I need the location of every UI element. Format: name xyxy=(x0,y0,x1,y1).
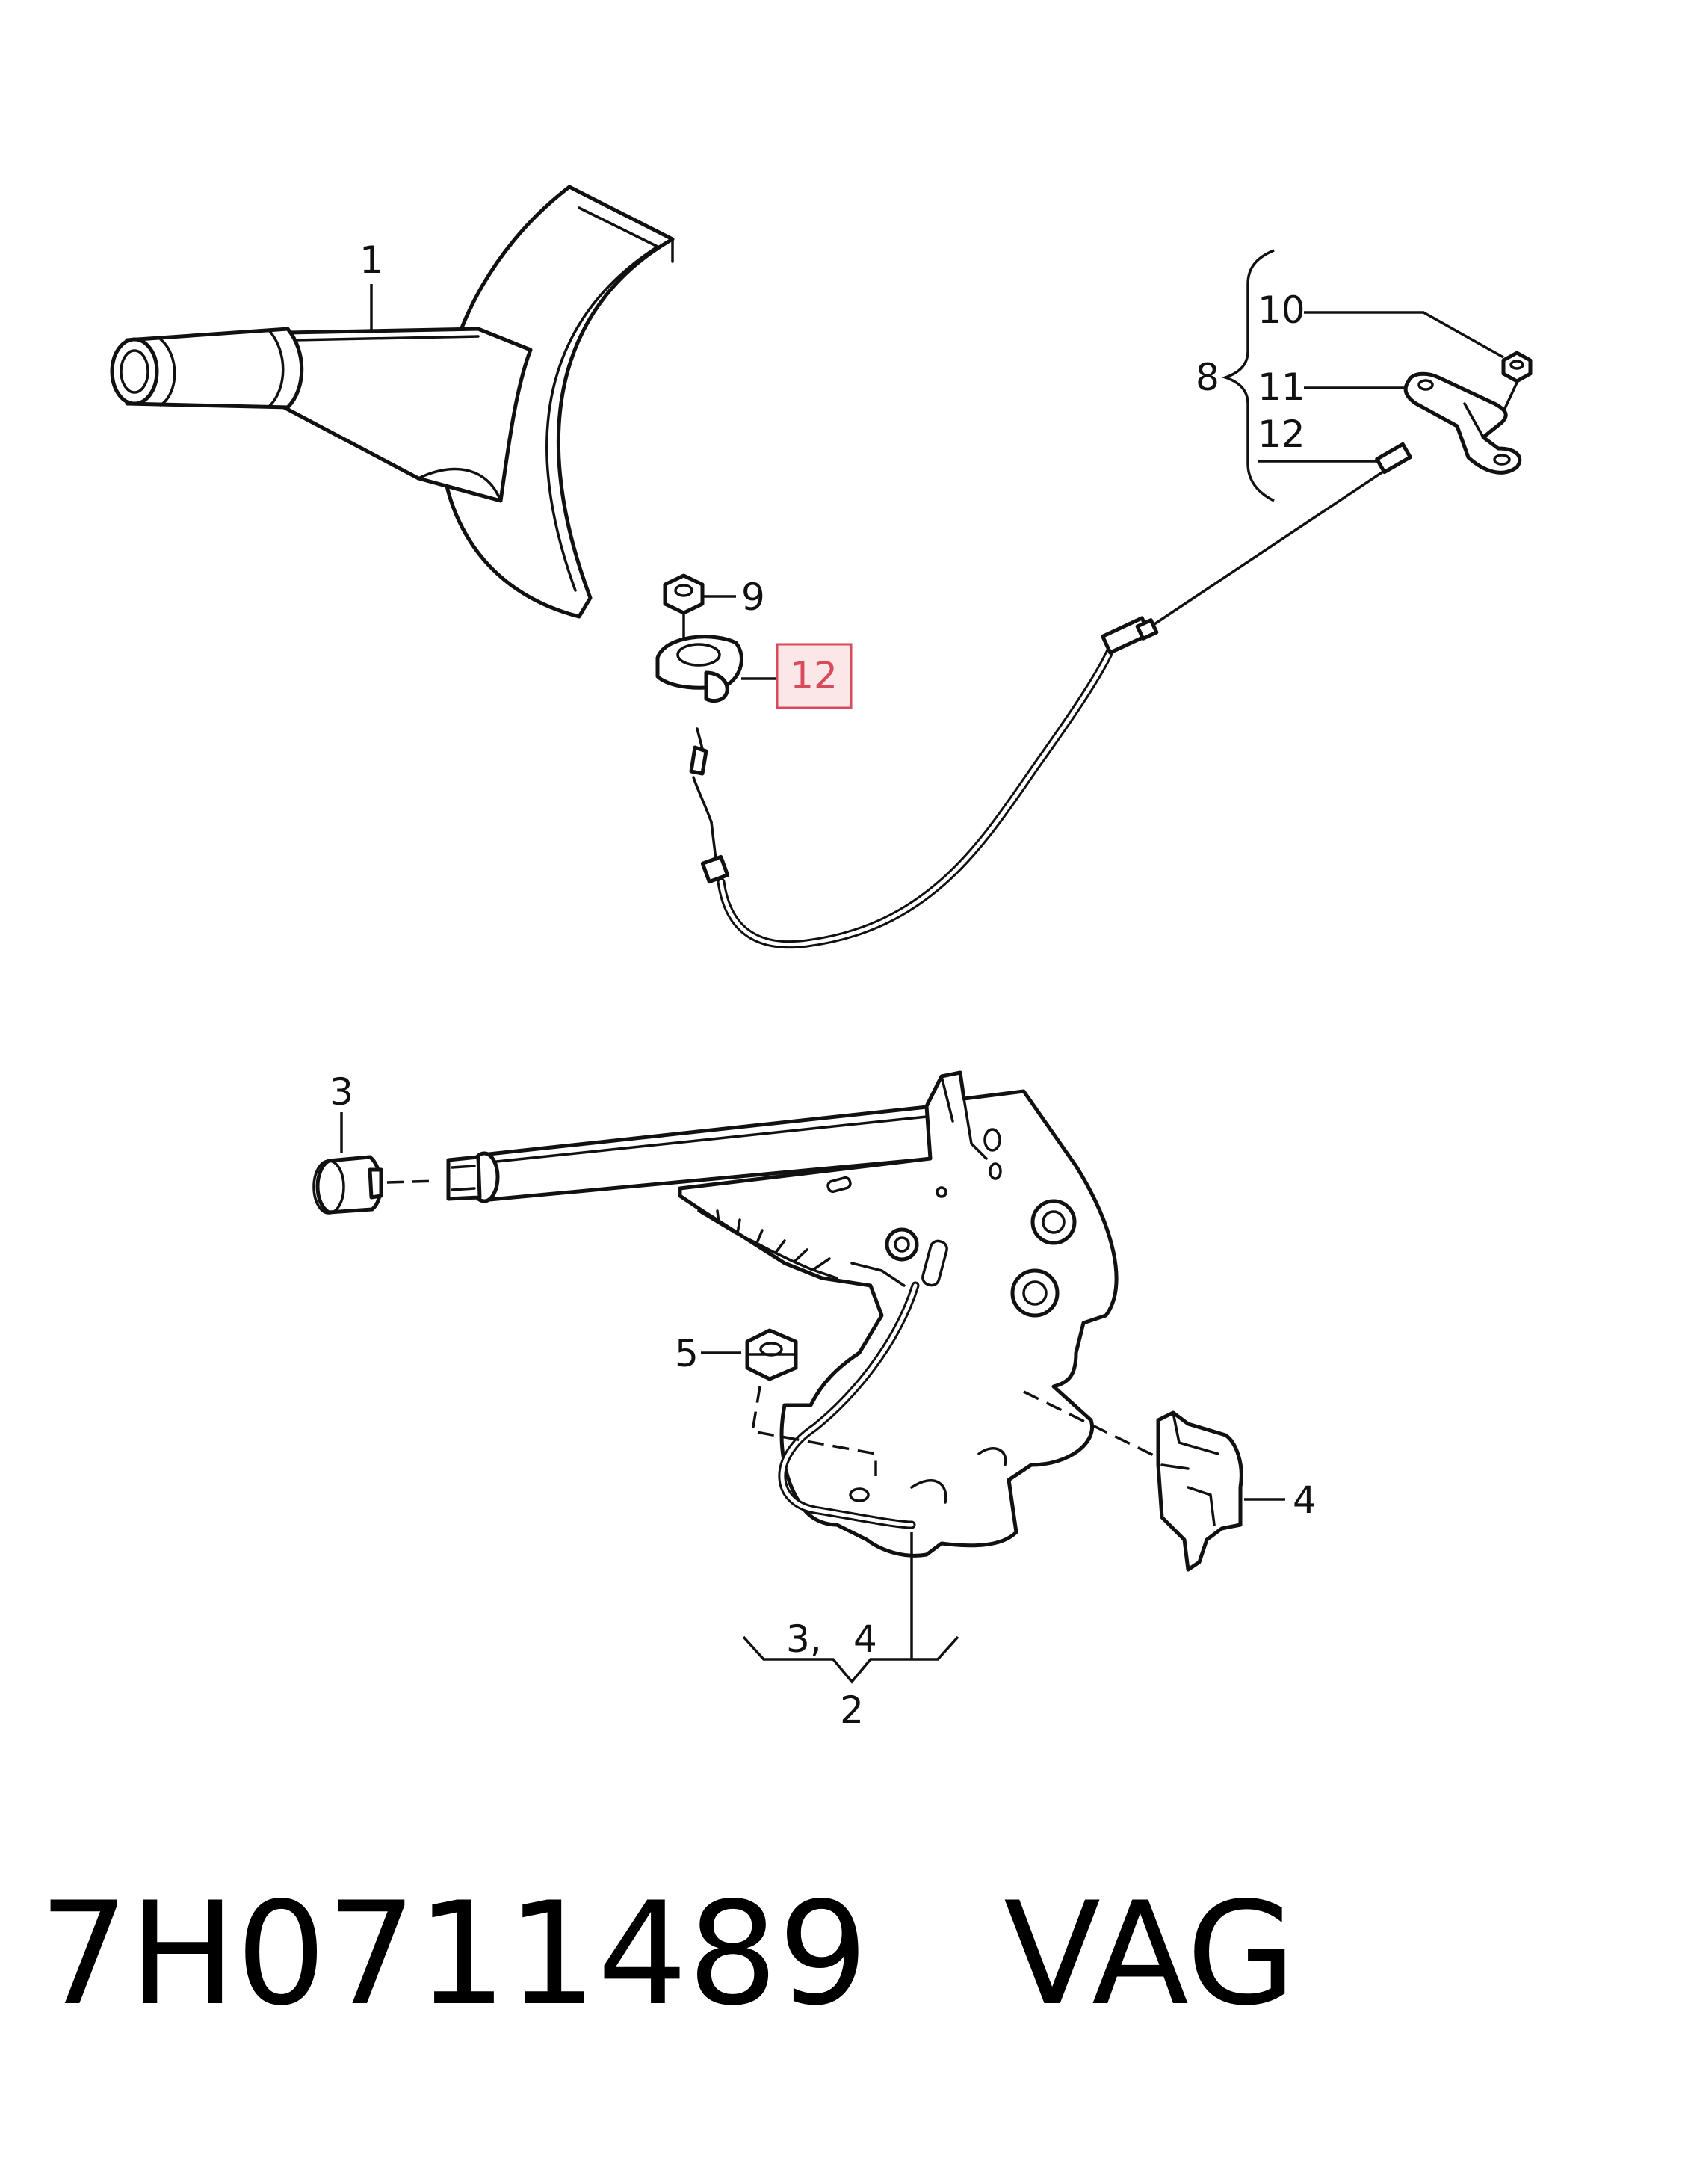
callout-11: 11 xyxy=(1258,365,1305,409)
part-number-caption: 7H0711489 VAG xyxy=(39,1884,1296,2026)
callout-3-group: 3, xyxy=(786,1617,822,1661)
part-2-lever-assembly xyxy=(446,1070,1119,1558)
part-8-group-bracket xyxy=(1221,249,1275,502)
part-3-cap xyxy=(312,1155,438,1215)
part-10-nut xyxy=(1500,351,1533,416)
group-brace-2 xyxy=(742,1635,959,1684)
callout-12-highlighted[interactable]: 12 xyxy=(790,654,838,697)
callout-4-right: 4 xyxy=(1293,1478,1317,1522)
part-12-grommet xyxy=(655,635,743,703)
callout-8: 8 xyxy=(1196,356,1219,399)
part-5-nut xyxy=(745,1328,798,1381)
part-number: 7H0711489 xyxy=(39,1872,868,2037)
callout-5: 5 xyxy=(675,1332,699,1375)
callout-10: 10 xyxy=(1258,289,1305,332)
callout-4-group: 4 xyxy=(853,1617,877,1661)
dash-line-5 xyxy=(750,1386,877,1476)
callout-3: 3 xyxy=(330,1070,353,1114)
part-9-nut xyxy=(663,573,705,658)
part-1-lever-boot xyxy=(110,185,675,619)
callout-9: 9 xyxy=(741,576,765,619)
part-11-equalizer xyxy=(1403,371,1522,475)
callout-1: 1 xyxy=(359,238,383,282)
callout-2: 2 xyxy=(840,1688,864,1732)
leader-10 xyxy=(1304,311,1504,359)
brand-name: VAG xyxy=(1004,1872,1296,2037)
part-4-bracket xyxy=(1156,1410,1243,1572)
highlight-box-12 xyxy=(776,643,853,709)
brake-cable xyxy=(689,442,1412,949)
callout-12-group: 12 xyxy=(1258,413,1305,456)
